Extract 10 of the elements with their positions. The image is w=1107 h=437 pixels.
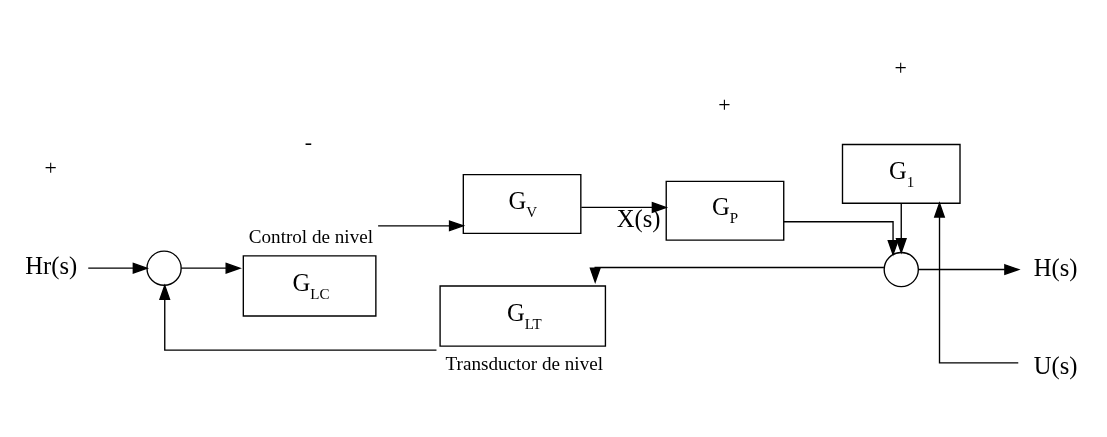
node-label: Transductor de nivel [445, 352, 604, 374]
node-label: Control de nivel [248, 225, 373, 246]
label: + [718, 92, 731, 117]
label: + [44, 155, 57, 180]
node-text: Hr(s) [25, 251, 78, 279]
label: + [894, 55, 907, 80]
edge-label: X(s) [616, 204, 661, 232]
node-text: H(s) [1033, 253, 1078, 281]
label: - [304, 129, 313, 154]
node-text: U(s) [1033, 351, 1078, 379]
